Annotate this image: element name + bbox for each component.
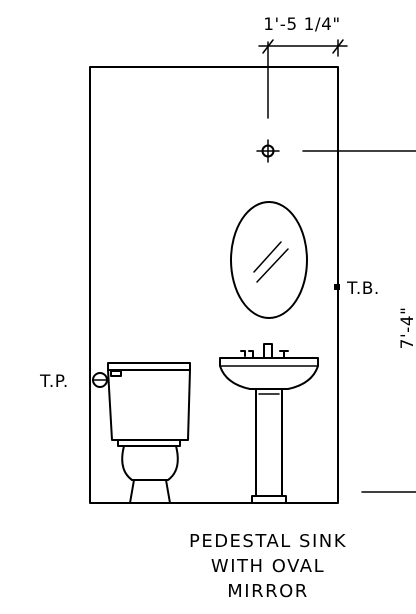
toilet-paper-symbol <box>92 372 108 388</box>
caption-line-1: PEDESTAL SINK <box>189 531 347 552</box>
pedestal-sink <box>219 343 319 504</box>
caption-line-3: MIRROR <box>227 581 309 602</box>
caption-line-2: WITH OVAL <box>211 556 325 577</box>
width-dimension-label: 1'-5 1/4" <box>263 15 341 35</box>
light-fixture-symbol <box>256 139 280 163</box>
toilet <box>107 362 191 504</box>
height-dimension-label: 7'-4" <box>398 307 416 350</box>
caption: PEDESTAL SINK WITH OVAL MIRROR <box>189 531 347 602</box>
toilet-paper-label: T.P. <box>39 372 69 392</box>
wall-outline <box>89 66 339 504</box>
towel-bar-symbol <box>334 284 340 290</box>
width-dimension: 1'-5 1/4" <box>258 15 348 119</box>
oval-mirror <box>230 201 308 319</box>
towel-bar-label: T.B. <box>346 279 380 299</box>
